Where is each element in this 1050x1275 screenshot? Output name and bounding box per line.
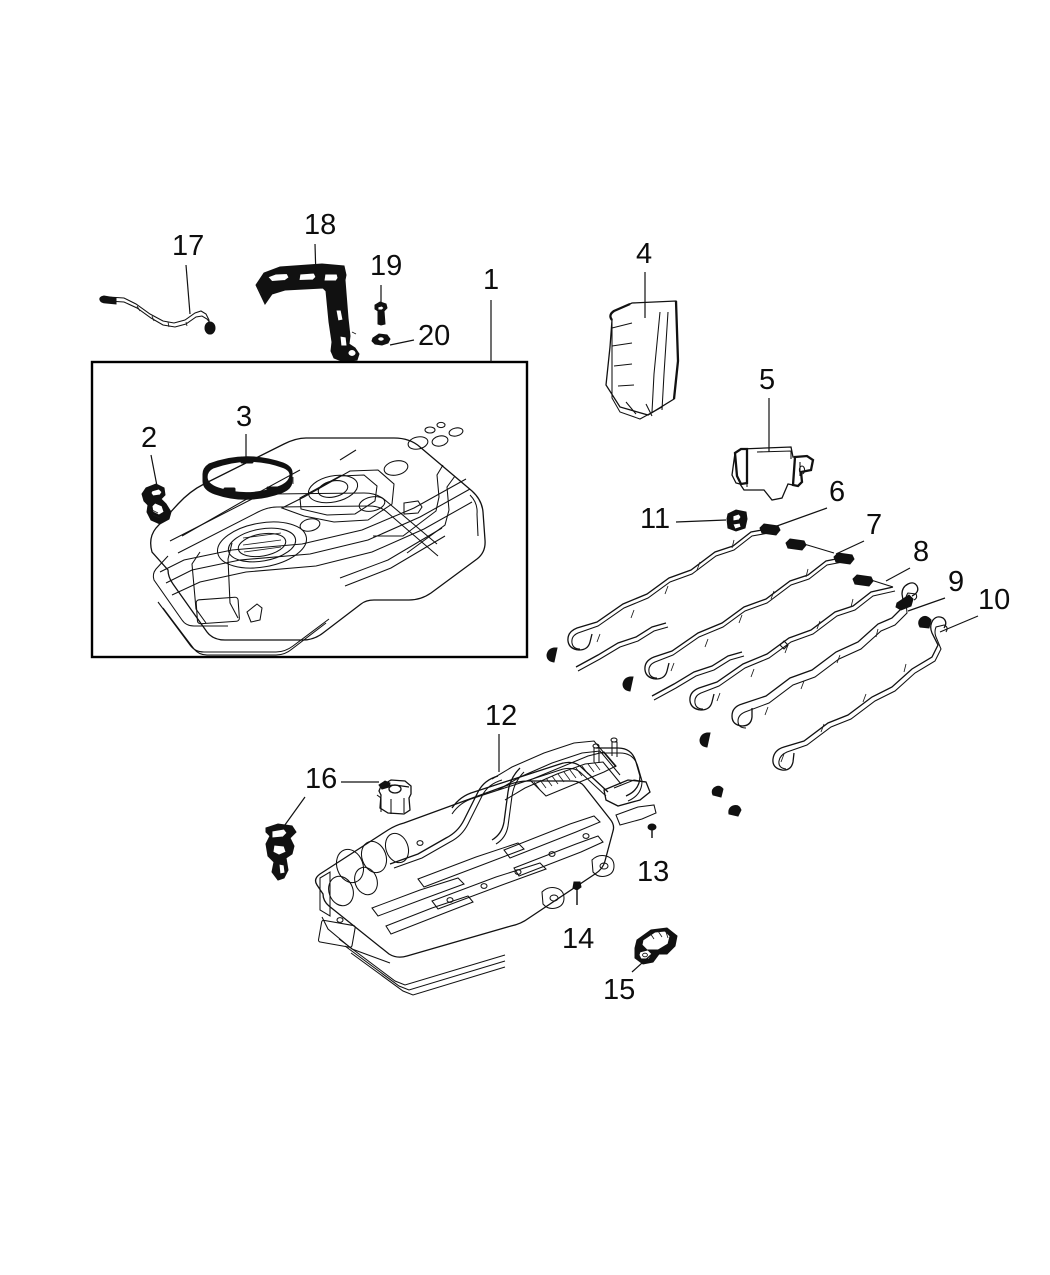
- part-7-fuel-line-art: [622, 538, 855, 701]
- leader-15: [631, 953, 653, 973]
- callout-19: 19: [370, 250, 403, 282]
- callout-3: 3: [236, 401, 253, 433]
- leader-7: [835, 540, 865, 555]
- callout-10: 10: [978, 584, 1011, 616]
- part-16-clip-art: [376, 779, 412, 815]
- part-18-tank-strap-art: [255, 263, 360, 363]
- callout-5: 5: [759, 364, 776, 396]
- callout-12: 12: [485, 700, 518, 732]
- part-9-fuel-line-art: [711, 582, 919, 798]
- part-1-fuel-tank-art: [150, 421, 486, 656]
- callout-15: 15: [603, 974, 636, 1006]
- group-box-1: [90, 360, 529, 659]
- leader-lines: [150, 243, 979, 973]
- part-15-control-module-art: [634, 927, 678, 965]
- leader-9: [907, 597, 946, 612]
- part-16-bracket-art: [265, 823, 297, 881]
- leader-8: [885, 567, 911, 582]
- leader-2: [150, 454, 158, 487]
- part-2-pressure-sensor-art: [141, 483, 172, 525]
- callout-9: 9: [948, 566, 965, 598]
- callout-2: 2: [141, 422, 158, 454]
- callout-1: 1: [483, 264, 500, 296]
- part-20-nut-art: [371, 333, 391, 346]
- callout-17: 17: [172, 230, 205, 262]
- callout-18: 18: [304, 209, 337, 241]
- callout-4: 4: [636, 238, 653, 270]
- callout-13: 13: [637, 856, 670, 888]
- leader-11: [675, 519, 727, 523]
- leader-20: [389, 339, 415, 346]
- part-6-fuel-line-art: [546, 523, 781, 672]
- part-12-skid-plate-art: [314, 737, 657, 996]
- leader-16b: [281, 796, 306, 830]
- callout-8: 8: [913, 536, 930, 568]
- leader-10: [939, 615, 979, 633]
- callout-11: 11: [640, 503, 671, 535]
- part-3-lock-ring-art: [202, 456, 294, 500]
- part-8-fuel-line-art: [689, 574, 896, 748]
- leader-17: [185, 264, 191, 315]
- callout-7: 7: [866, 509, 883, 541]
- part-11-clip-art: [726, 509, 748, 532]
- leader-6: [762, 507, 828, 532]
- part-19-bolt-art: [374, 301, 388, 326]
- part-4-heat-shield-art: [605, 300, 680, 420]
- part-5-shield-bracket-art: [731, 446, 815, 501]
- part-10-fuel-line-art: [728, 615, 948, 817]
- leader-18: [314, 243, 317, 279]
- callout-20: 20: [418, 320, 451, 352]
- callout-6: 6: [829, 476, 846, 508]
- callout-14: 14: [562, 923, 595, 955]
- part-17-vent-hose-art: [99, 295, 216, 335]
- callout-16: 16: [305, 763, 338, 795]
